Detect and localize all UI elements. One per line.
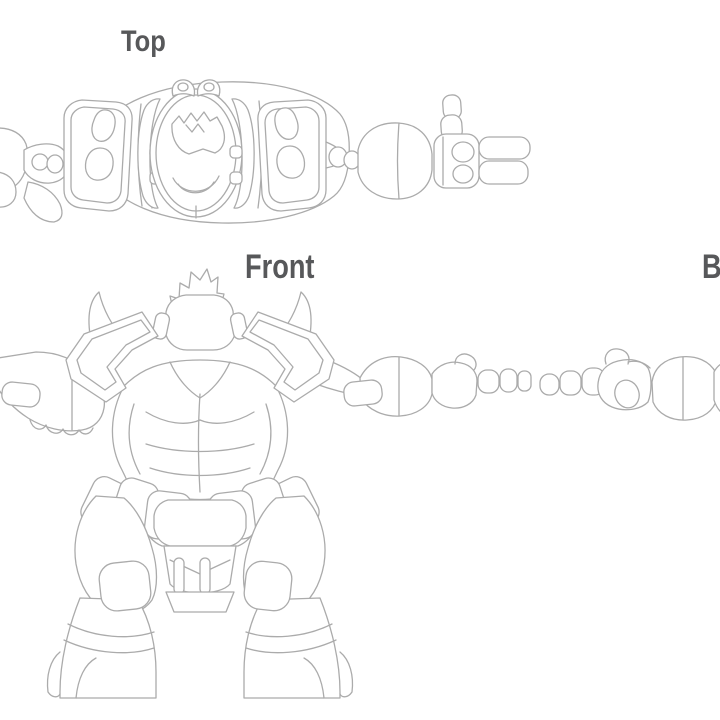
front-left-ankle-band <box>63 639 155 654</box>
front-right-knee-pad <box>243 560 293 612</box>
front-left-elbow-band <box>1 381 41 408</box>
top-left-joint <box>31 153 49 171</box>
top-left-pad-blob <box>84 147 114 181</box>
front-right-side-toe <box>339 651 354 698</box>
front-right-leg-foot <box>243 597 341 699</box>
front-left-shoulder-pad <box>65 311 159 403</box>
top-left-bracket <box>137 98 161 209</box>
front-belt-center-plate <box>153 499 247 547</box>
front-finger <box>477 369 500 394</box>
top-head-hair <box>171 111 226 155</box>
top-view-label: Top <box>121 25 166 58</box>
front-right-shoulder-pad <box>241 311 335 403</box>
front-left-shoulder-pad-inner <box>76 319 151 391</box>
front-right-hand <box>431 361 478 409</box>
front-left-ankle-band <box>67 623 155 638</box>
front-left-toe-line <box>75 657 97 699</box>
front-right-elbow-band <box>343 379 383 407</box>
front-trapezius <box>169 361 231 399</box>
front-head <box>165 294 236 351</box>
top-left-shoulder-ball <box>23 181 63 223</box>
front-left-knee-pad <box>98 560 152 612</box>
front-ab-line <box>149 467 251 477</box>
back-knuckle <box>614 379 640 409</box>
top-left-shoulder-pad-inner <box>70 106 126 204</box>
back-thumb <box>604 348 630 365</box>
front-right-shoulder-pad-inner <box>249 319 324 391</box>
front-lat-line <box>128 403 141 475</box>
top-right-pad-teardrop <box>274 107 299 140</box>
top-right-pad-blob <box>276 145 306 179</box>
top-ear-inner <box>177 82 189 92</box>
front-finger <box>517 370 532 392</box>
back-view-drawing-partial <box>539 348 720 421</box>
top-right-shoulder-pad-inner <box>264 106 320 204</box>
top-right-tab <box>229 171 243 185</box>
top-jaw-arc <box>177 181 215 194</box>
top-ear-inner <box>203 82 215 92</box>
front-lat-line <box>259 403 272 475</box>
top-right-forearm <box>357 122 433 200</box>
front-pec-line <box>199 411 255 424</box>
front-right-thumb <box>454 353 477 371</box>
front-rod <box>173 557 185 595</box>
back-hand-line <box>627 360 651 369</box>
top-left-fist-knuckle <box>0 171 17 208</box>
front-right-ankle-band <box>245 639 337 654</box>
front-right-toe-line <box>303 657 325 699</box>
top-jaw-arc <box>172 175 220 192</box>
back-elbow-clipped <box>713 363 720 413</box>
front-right-ankle-band <box>245 623 333 638</box>
front-pec-line <box>145 411 201 424</box>
top-knuckle <box>451 141 475 163</box>
top-finger <box>478 160 529 185</box>
top-hair-strand <box>185 123 205 133</box>
front-view-drawing <box>0 268 532 699</box>
front-sternum-line <box>197 393 201 493</box>
back-finger <box>559 370 582 396</box>
front-ear <box>229 312 249 340</box>
top-view-drawing <box>0 79 531 224</box>
front-ab-line <box>145 443 255 453</box>
front-view-label: Front <box>245 248 315 286</box>
top-right-tab <box>229 145 243 159</box>
top-forearm-seam <box>396 122 400 200</box>
top-right-bracket <box>231 98 255 209</box>
top-torso-oval <box>149 88 243 218</box>
back-forearm <box>651 355 718 421</box>
top-knuckle <box>452 164 474 184</box>
front-pelvis-plate <box>165 591 235 613</box>
back-finger <box>539 373 560 396</box>
top-left-pad-teardrop <box>91 109 116 142</box>
front-left-knuckles <box>29 419 94 436</box>
front-left-side-toe <box>46 651 61 698</box>
back-view-label-clipped: B <box>702 248 720 286</box>
front-ear <box>151 312 171 340</box>
front-rod <box>199 557 211 595</box>
top-finger <box>478 136 531 160</box>
top-left-joint <box>46 154 64 174</box>
front-left-leg-foot <box>59 597 157 699</box>
front-finger <box>499 368 518 393</box>
